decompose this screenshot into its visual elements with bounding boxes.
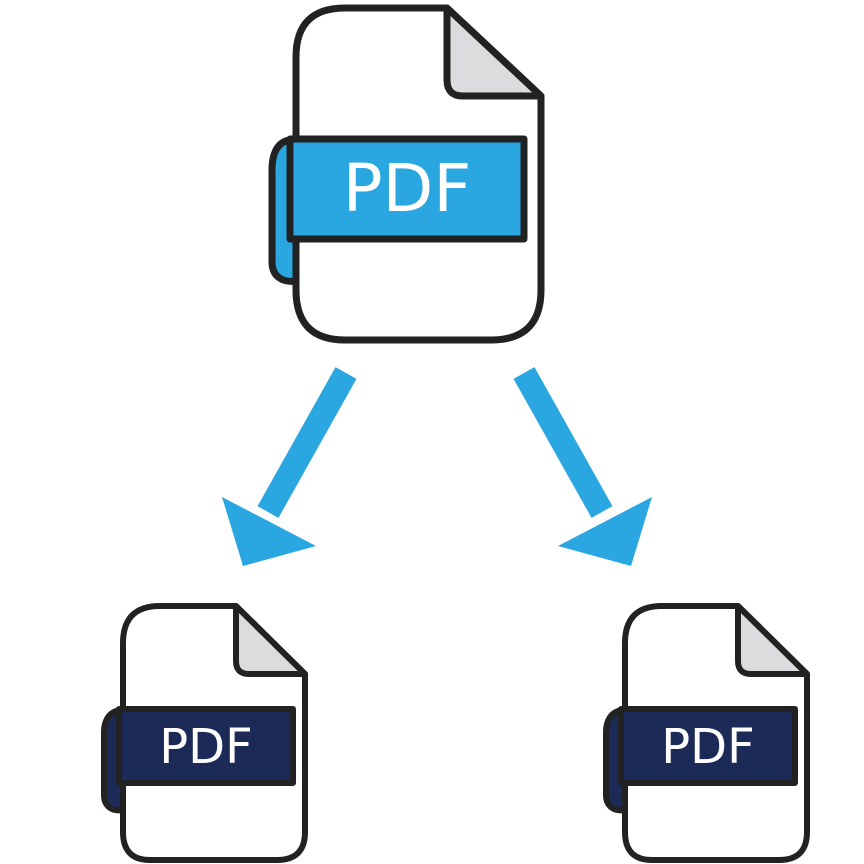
output-left-ribbon xyxy=(116,706,296,786)
output-left-page-fold xyxy=(233,603,308,677)
source-page-fold xyxy=(443,4,545,100)
output-right-page-fold xyxy=(735,603,810,677)
output-left-pdf-label: PDF xyxy=(159,719,253,775)
arrow-right-head xyxy=(558,497,652,566)
arrow-left-head xyxy=(222,497,316,566)
output-right-ribbon xyxy=(618,706,798,786)
source-pdf-label: PDF xyxy=(343,150,472,227)
arrow-down-right-icon xyxy=(513,367,652,566)
output-pdf-icon-right: PDF xyxy=(603,603,810,863)
arrow-down-left-icon xyxy=(222,367,357,566)
source-pdf-icon: PDF xyxy=(268,4,545,344)
output-right-pdf-label: PDF xyxy=(661,719,755,775)
arrow-left-shaft xyxy=(257,367,357,518)
source-ribbon xyxy=(286,135,528,243)
arrow-right-shaft xyxy=(513,367,613,518)
output-pdf-icon-left: PDF xyxy=(101,603,308,863)
